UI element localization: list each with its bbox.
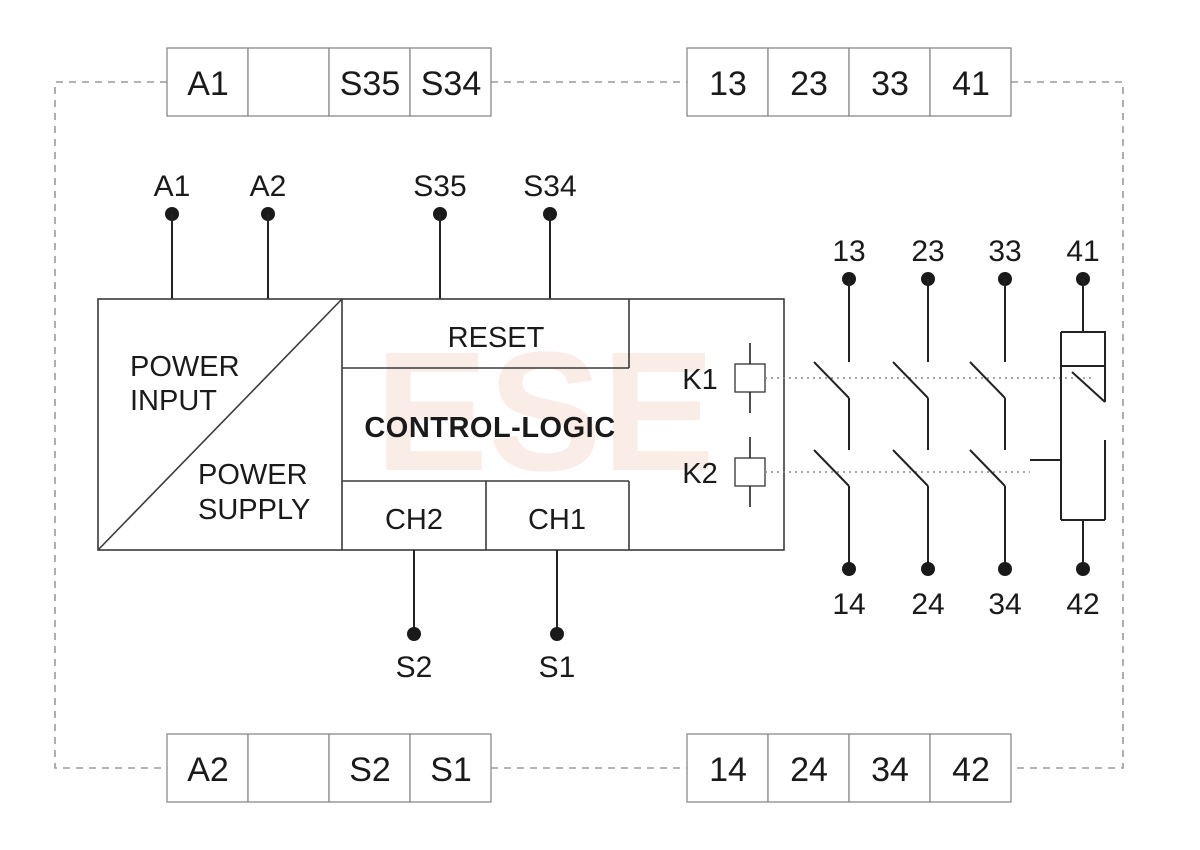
contact-41-42 [1030, 279, 1106, 569]
power-input-line2: INPUT [130, 385, 217, 417]
terminal-label: 24 [790, 751, 828, 789]
module-outline [97, 298, 785, 551]
terminal-block [767, 733, 850, 803]
terminal-label: 23 [790, 65, 828, 103]
terminal-block [247, 733, 330, 803]
relay-label-k1: K1 [682, 364, 717, 396]
terminal-label: 13 [709, 65, 747, 103]
terminal-block [409, 733, 492, 803]
terminal-label: S2 [349, 751, 391, 789]
lower-pins: S2 S1 [396, 550, 576, 684]
contact-label-23: 23 [911, 235, 944, 268]
pin-label-s2: S2 [396, 651, 433, 684]
reset-block-label: RESET [448, 322, 545, 354]
terminal-label: S34 [421, 65, 482, 103]
terminal-block [247, 47, 330, 117]
contact-label-34: 34 [988, 588, 1021, 621]
output-contacts: 13 23 33 41 [813, 235, 1106, 621]
terminal-label: 34 [871, 751, 909, 789]
terminal-label: S35 [340, 65, 401, 103]
relay-coil-k2 [734, 457, 766, 487]
terminal-block [166, 733, 249, 803]
terminal-dot [550, 627, 564, 641]
terminal-label: A1 [187, 65, 229, 103]
relay-coil-k1 [734, 363, 766, 393]
terminal-block [929, 47, 1012, 117]
contact-label-14: 14 [832, 588, 865, 621]
terminal-block [848, 733, 931, 803]
upper-pins: A1 A2 S35 S34 [154, 170, 577, 299]
contact-33-34 [969, 279, 1006, 569]
contact-label-24: 24 [911, 588, 944, 621]
terminal-label: 33 [871, 65, 909, 103]
terminal-block [328, 733, 411, 803]
terminal-block [409, 47, 492, 117]
terminal-strip-top-left: A1 S35 S34 [166, 47, 492, 117]
power-supply-line2: SUPPLY [198, 494, 310, 526]
terminal-label: 42 [952, 751, 990, 789]
terminal-dot [998, 562, 1012, 576]
contact-label-41: 41 [1066, 235, 1099, 268]
power-supply-line1: POWER [198, 459, 308, 491]
ch2-block-label: CH2 [385, 504, 443, 536]
terminal-block [686, 47, 769, 117]
pin-label-a2: A2 [250, 170, 287, 203]
pin-label-s1: S1 [539, 651, 576, 684]
terminal-dot [921, 562, 935, 576]
terminal-label: 41 [952, 65, 990, 103]
dashed-frame [54, 81, 1124, 769]
terminal-dot [1076, 562, 1090, 576]
power-diagonal [97, 298, 343, 551]
terminal-label: S1 [430, 751, 472, 789]
terminal-block [686, 733, 769, 803]
terminal-block [929, 733, 1012, 803]
power-input-line1: POWER [130, 351, 240, 383]
control-logic-label: CONTROL-LOGIC [364, 412, 615, 444]
relay-label-k2: K2 [682, 458, 717, 490]
terminal-strip-top-right: 13 23 33 41 [686, 47, 1012, 117]
contact-label-33: 33 [988, 235, 1021, 268]
terminal-label: 14 [709, 751, 747, 789]
terminal-block [848, 47, 931, 117]
terminal-dot [407, 627, 421, 641]
watermark-logo: ESE [375, 317, 715, 507]
ch1-block-label: CH1 [528, 504, 586, 536]
contact-23-24 [892, 279, 929, 569]
pin-label-s35: S35 [413, 170, 466, 203]
pin-label-a1: A1 [154, 170, 191, 203]
terminal-dot [842, 562, 856, 576]
pin-label-s34: S34 [523, 170, 576, 203]
svg-text:ESE: ESE [375, 317, 715, 507]
contact-label-42: 42 [1066, 588, 1099, 621]
terminal-label: A2 [187, 751, 229, 789]
relay-mechanical-links [765, 377, 1092, 473]
terminal-block [166, 47, 249, 117]
contact-13-14 [813, 279, 850, 569]
terminal-block [767, 47, 850, 117]
terminal-strip-bottom-right: 14 24 34 42 [686, 733, 1012, 803]
terminal-strip-bottom-left: A2 S2 S1 [166, 733, 492, 803]
contact-label-13: 13 [832, 235, 865, 268]
